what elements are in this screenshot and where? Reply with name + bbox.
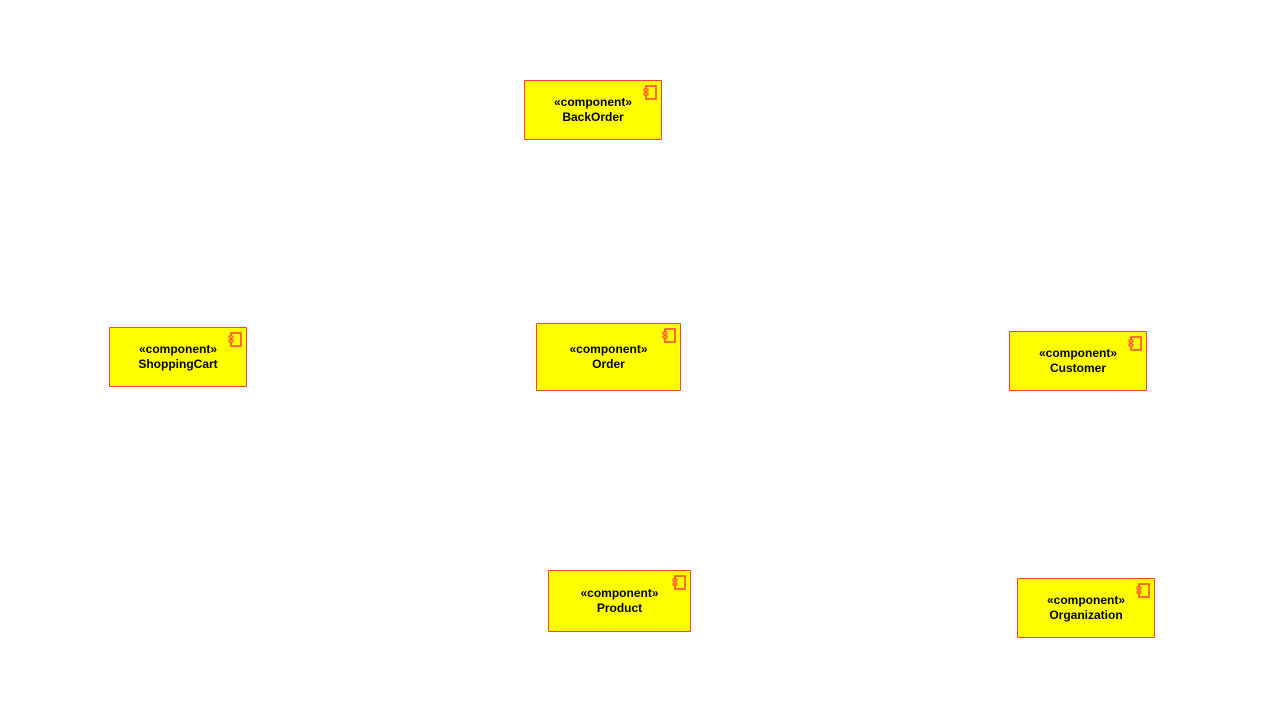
component-stereotype: «component» [1038,346,1117,360]
component-name: Organization [1049,608,1123,622]
component-name: BackOrder [562,110,624,124]
component-icon [672,575,686,591]
component-order[interactable]: «component» Order [536,323,681,391]
component-icon [643,85,657,101]
component-stereotype: «component» [138,342,217,356]
component-icon [662,328,676,344]
component-name: Customer [1049,361,1106,375]
component-name: Product [596,601,643,615]
component-icon [1136,583,1150,599]
component-stereotype: «component» [580,586,659,600]
component-stereotype: «component» [569,342,648,356]
component-stereotype: «component» [553,95,632,109]
component-organization[interactable]: «component» Organization [1017,578,1155,638]
component-stereotype: «component» [1046,593,1125,607]
component-product[interactable]: «component» Product [548,570,691,632]
component-customer[interactable]: «component» Customer [1009,331,1147,391]
component-shoppingcart[interactable]: «component» ShoppingCart [109,327,247,387]
component-name: ShoppingCart [138,357,218,371]
component-backorder[interactable]: «component» BackOrder [524,80,662,140]
component-icon [1128,336,1142,352]
component-name: Order [592,357,625,371]
component-icon [228,332,242,348]
